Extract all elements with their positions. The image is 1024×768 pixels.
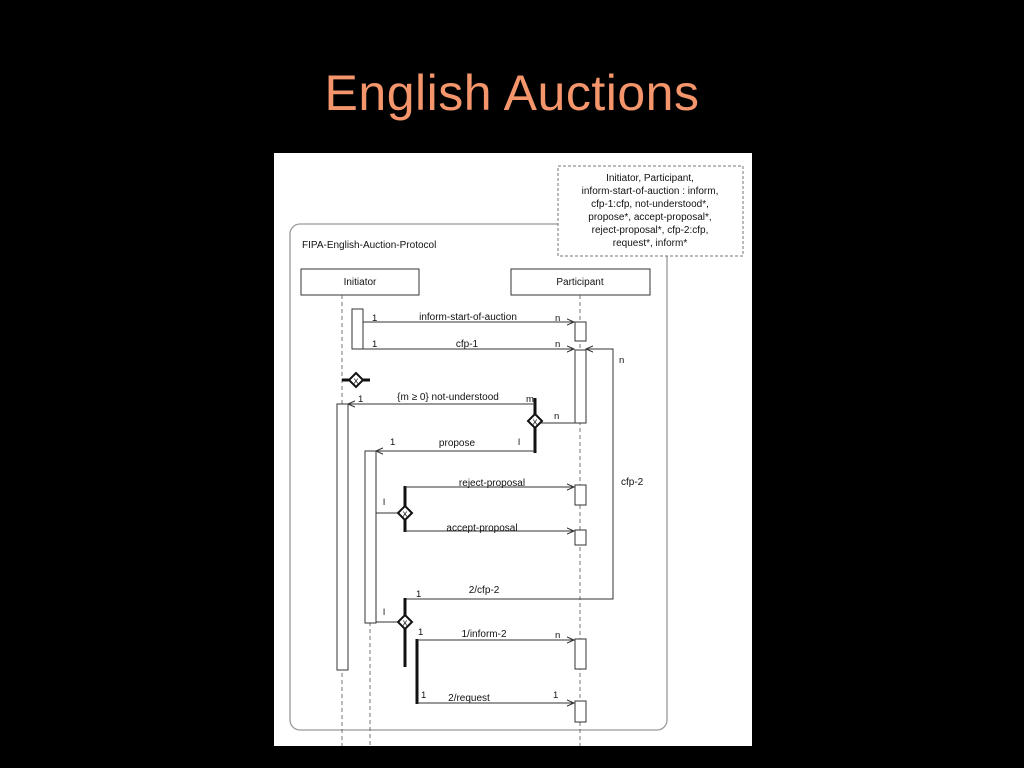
decision3-card: l [383, 497, 385, 508]
svg-text:cfp-1:cfp, not-understood*,: cfp-1:cfp, not-understood*, [591, 199, 709, 210]
parameters-note [557, 165, 744, 257]
inform-start-card-src: 1 [372, 313, 377, 324]
not-understood-card-src: m [526, 394, 534, 405]
slide-title: English Auctions [324, 65, 700, 121]
inform2-card-src: 1 [418, 627, 423, 638]
protocol-diagram: FIPA-English-Auction-Protocol Initiator,… [274, 153, 752, 746]
initiator-role-box [300, 268, 420, 296]
svg-text:x: x [403, 509, 408, 520]
participant-activation-1 [574, 321, 587, 342]
request-card-src: 1 [421, 690, 426, 701]
svg-text:inform-start-of-auction : info: inform-start-of-auction : inform, [582, 186, 719, 197]
participant-activation-5 [574, 638, 587, 670]
request-card-dst: 1 [553, 690, 558, 701]
inform2-label: 1/inform-2 [461, 629, 506, 640]
decision4-card: l [383, 607, 385, 618]
svg-text:x: x [533, 417, 538, 428]
cfp1-label: cfp-1 [456, 339, 479, 350]
svg-text:propose*, accept-proposal*,: propose*, accept-proposal*, [588, 212, 711, 223]
propose-label: propose [439, 438, 476, 449]
initiator-role-label: Initiator [344, 277, 377, 288]
participant-role-box [510, 268, 651, 296]
cfp1-card-src: 1 [372, 339, 377, 350]
svg-text:Initiator, Participant,: Initiator, Participant, [606, 173, 694, 184]
participant-activation-4 [574, 529, 587, 546]
protocol-name: FIPA-English-Auction-Protocol [302, 240, 436, 251]
initiator-activation-2 [336, 403, 349, 671]
participant-activation-3 [574, 484, 587, 506]
cfp2-loop-card: n [619, 355, 624, 366]
request-label: 2/request [448, 693, 490, 704]
participant-response-card: n [554, 411, 559, 422]
cfp2-msg-label: 2/cfp-2 [469, 585, 500, 596]
initiator-activation-3 [364, 450, 377, 624]
note-text: Initiator, Participant, inform-start-of-… [582, 173, 719, 249]
not-understood-label: {m ≥ 0} not-understood [397, 392, 499, 403]
participant-activation-2 [574, 349, 587, 424]
decision1-diamond: x [347, 371, 365, 389]
cfp2-msg-card: 1 [416, 589, 421, 600]
svg-text:reject-proposal*, cfp-2:cfp,: reject-proposal*, cfp-2:cfp, [592, 225, 709, 236]
svg-text:request*, inform*: request*, inform* [613, 238, 688, 249]
accept-proposal-label: accept-proposal [446, 523, 517, 534]
participant-role-label: Participant [556, 277, 603, 288]
protocol-frame [289, 223, 668, 731]
decision4-diamond: x [396, 613, 414, 631]
propose-card-src: l [518, 437, 520, 448]
svg-text:x: x [354, 376, 359, 387]
reject-proposal-label: reject-proposal [459, 478, 525, 489]
inform-start-card-dst: n [555, 313, 560, 324]
inform-start-label: inform-start-of-auction [419, 312, 517, 323]
propose-card-dst: 1 [390, 437, 395, 448]
initiator-activation-1 [351, 308, 364, 350]
cfp2-loop-line [405, 349, 614, 600]
cfp2-loop-label: cfp-2 [621, 477, 644, 488]
participant-activation-6 [574, 700, 587, 723]
decision3-diamond: x [396, 504, 414, 522]
decision2-diamond: x [526, 412, 544, 430]
inform2-card-dst: n [555, 630, 560, 641]
cfp1-card-dst: n [555, 339, 560, 350]
svg-text:x: x [403, 618, 408, 629]
not-understood-card-dst: 1 [358, 394, 363, 405]
